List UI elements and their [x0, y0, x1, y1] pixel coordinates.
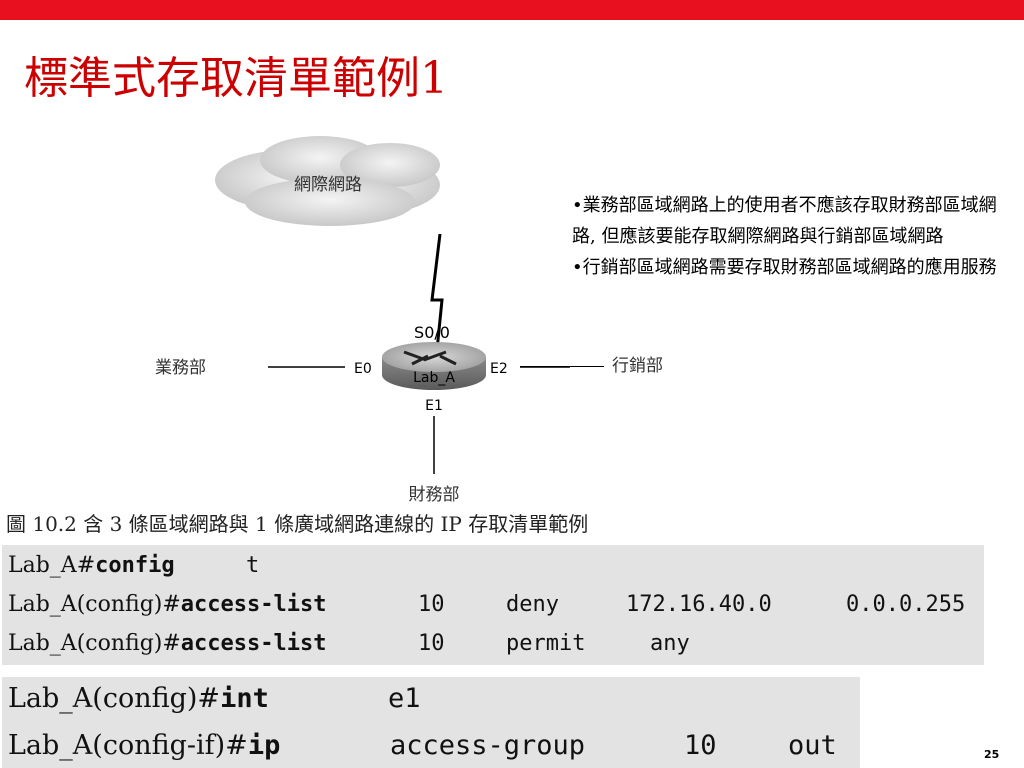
cli-argument: 172.16.40.0: [626, 592, 772, 617]
right-network-label: 行銷部: [612, 356, 663, 376]
command-line: Lab_A(config)#access-list 10 permit any: [8, 625, 984, 663]
cli-argument: 0.0.0.255: [846, 592, 966, 617]
right-interface-label: E2: [490, 361, 508, 377]
cli-prompt: Lab_A#config: [8, 553, 175, 578]
cli-argument: access-group: [390, 730, 586, 761]
command-line: Lab_A(config)#int e1: [8, 677, 860, 721]
cli-prompt: Lab_A(config)#int: [8, 683, 269, 714]
bottom-network-label: 財務部: [409, 485, 460, 505]
router-name-label: Lab_A: [413, 370, 455, 386]
left-network-label: 業務部: [155, 358, 206, 378]
cli-keyword: access-list: [180, 592, 327, 617]
cli-argument: out: [788, 730, 837, 761]
cli-argument: t: [246, 553, 260, 578]
network-diagram-svg: 網際網路 S0/0 Lab_A 業務部 E0 E2 E1 財務部: [155, 136, 570, 505]
cli-keyword: ip: [247, 730, 281, 761]
link-right-extension: [520, 366, 604, 367]
wan-serial-link: [430, 233, 444, 381]
cli-prompt: Lab_A(config)#access-list: [8, 592, 327, 617]
cli-keyword: int: [220, 683, 269, 714]
cli-prompt: Lab_A(config-if)#ip: [8, 730, 281, 761]
cloud-label: 網際網路: [294, 175, 362, 195]
top-accent-bar: [0, 0, 1024, 20]
cli-keyword: config: [95, 553, 175, 578]
internet-cloud: [215, 136, 440, 226]
slide-title: 標準式存取清單範例1: [24, 53, 448, 104]
page-number: 25: [984, 748, 1000, 761]
cli-argument: e1: [388, 683, 421, 714]
left-interface-label: E0: [354, 361, 372, 377]
bullet-item: •行銷部區域網路需要存取財務部區域網路的應用服務: [572, 257, 997, 278]
requirements-notes: •業務部區域網路上的使用者不應該存取財務部區域網路, 但應該要能存取網際網路與行…: [572, 190, 1012, 283]
cli-argument: deny: [506, 592, 559, 617]
cli-argument: 10: [418, 592, 445, 617]
cli-argument: permit: [506, 631, 586, 656]
bullet-item: •業務部區域網路上的使用者不應該存取財務部區域網路, 但應該要能存取網際網路與行…: [572, 195, 997, 247]
cli-prompt: Lab_A(config)#access-list: [8, 631, 327, 656]
acl-config-block: Lab_A#config t Lab_A(config)#access-list…: [2, 545, 984, 665]
figure-caption: 圖 10.2 含 3 條區域網路與 1 條廣域網路連線的 IP 存取清單範例: [6, 512, 589, 536]
network-diagram: 網際網路 S0/0 Lab_A 業務部 E0 E2 E1 財務部: [150, 130, 570, 510]
cli-argument: any: [650, 631, 690, 656]
serial-interface-label: S0/0: [414, 323, 450, 342]
command-line: Lab_A(config-if)#ip access-group 10 out: [8, 724, 860, 768]
router-icon: [382, 342, 486, 390]
interface-config-block: Lab_A(config)#int e1 Lab_A(config-if)#ip…: [2, 677, 860, 768]
cli-argument: 10: [684, 730, 717, 761]
command-line: Lab_A(config)#access-list 10 deny 172.16…: [8, 586, 984, 624]
bottom-interface-label: E1: [425, 398, 443, 414]
cli-argument: 10: [418, 631, 445, 656]
cli-keyword: access-list: [180, 631, 327, 656]
command-line: Lab_A#config t: [8, 547, 984, 585]
